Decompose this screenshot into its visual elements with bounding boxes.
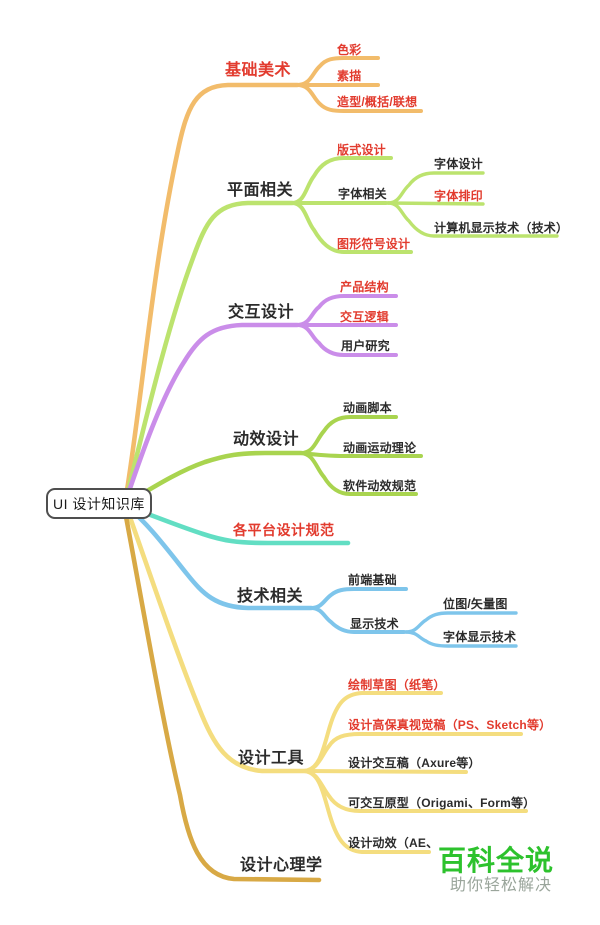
branch-line-product-structure [295, 294, 398, 327]
branch-line-computer-display [386, 201, 559, 238]
node-sketch-paper: 绘制草图（纸笔） [348, 678, 446, 692]
branch-line-color [295, 56, 380, 87]
branch-tech-lines [124, 504, 518, 648]
watermark-title: 百科全说 [438, 845, 555, 876]
branch-line-bitmap-vector [404, 611, 518, 634]
branch-line-typography [386, 201, 485, 206]
branch-graphic-lines [122, 156, 559, 506]
node-interaction-draft: 设计交互稿（Axure等） [348, 756, 481, 770]
node-color: 色彩 [337, 43, 362, 57]
branch-line-symbol-design [290, 201, 413, 254]
root-node-label: UI 设计知识库 [53, 495, 145, 512]
node-anim-theory: 动画运动理论 [343, 441, 417, 455]
node-typography: 字体排印 [434, 189, 483, 203]
node-symbol-design: 图形符号设计 [337, 237, 411, 251]
node-typeface: 字体相关 [338, 187, 387, 201]
node-bitmap-vector: 位图/矢量图 [443, 597, 508, 611]
node-font-design: 字体设计 [434, 157, 483, 171]
branch-line-platform-spec [125, 504, 351, 546]
node-psychology: 设计心理学 [240, 857, 323, 874]
branch-line-tech [124, 504, 314, 611]
branch-line-interaction [122, 322, 300, 506]
branch-interaction-lines [122, 294, 398, 506]
node-prototype: 可交互原型（Origami、Form等） [348, 796, 536, 810]
node-motion-spec: 软件动效规范 [343, 479, 417, 493]
node-frontend: 前端基础 [348, 573, 397, 587]
node-basic-art: 基础美术 [225, 62, 292, 79]
branch-line-anim-script [299, 415, 398, 455]
branch-line-layout-design [290, 156, 393, 205]
branch-line-frontend [309, 587, 408, 610]
branch-line-graphic [122, 200, 295, 506]
branch-line-motion-spec [299, 451, 418, 496]
node-font-display: 字体显示技术 [443, 630, 517, 644]
node-sketch: 素描 [337, 69, 362, 83]
branch-line-shape-association [295, 83, 423, 113]
node-shape-association: 造型/概括/联想 [337, 95, 418, 109]
node-interaction-logic: 交互逻辑 [340, 310, 389, 324]
node-motion-tool: 设计动效（AE、 [348, 836, 439, 850]
node-platform-spec: 各平台设计规范 [233, 522, 335, 538]
node-layout-design: 版式设计 [337, 143, 386, 157]
node-tech: 技术相关 [237, 588, 304, 605]
branch-line-basic-art [122, 82, 300, 506]
node-interaction: 交互设计 [228, 304, 295, 321]
node-computer-display: 计算机显示技术（技术） [434, 221, 569, 235]
root-node: UI 设计知识库 [46, 488, 152, 519]
branch-line-user-research [295, 323, 398, 357]
branch-line-interaction-draft [302, 769, 468, 774]
node-product-structure: 产品结构 [340, 280, 389, 294]
node-anim-script: 动画脚本 [343, 401, 392, 415]
node-graphic: 平面相关 [227, 182, 294, 199]
branch-line-psychology [121, 503, 322, 883]
node-tools: 设计工具 [238, 750, 305, 767]
branch-line-motion-tool [302, 769, 431, 854]
branch-line-display-tech [309, 606, 406, 634]
branch-line-tools [123, 503, 307, 774]
branch-line-hifi-mockup [302, 732, 523, 773]
watermark-subtitle: 助你轻松解决 [450, 877, 553, 894]
node-hifi-mockup: 设计高保真视觉稿（PS、Sketch等） [348, 718, 552, 732]
branch-line-font-design [386, 171, 485, 205]
node-motion: 动效设计 [233, 431, 300, 448]
branch-tools-lines [123, 503, 528, 854]
node-user-research: 用户研究 [341, 339, 390, 353]
node-display-tech: 显示技术 [350, 617, 399, 631]
branch-line-font-display [404, 630, 518, 648]
branch-basic-art-lines [122, 56, 423, 506]
